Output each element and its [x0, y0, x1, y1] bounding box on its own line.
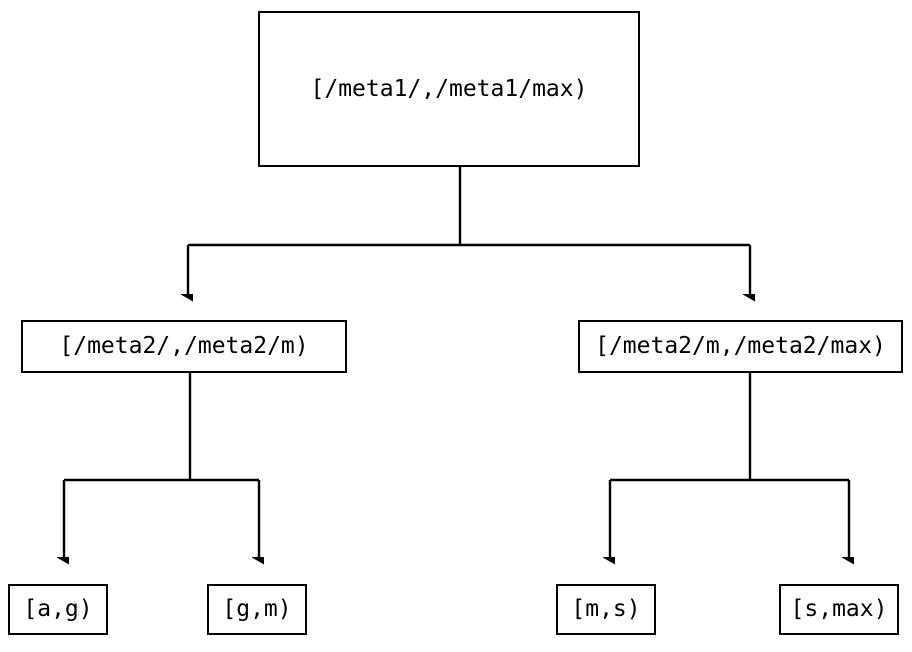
tree-leaf-s-max-label: [s,max)	[790, 596, 888, 622]
tree-node-root-label: [/meta1/,/meta1/max)	[310, 75, 588, 102]
tree-leaf-a-g-label: [a,g)	[23, 596, 93, 622]
tree-node-meta2-lower-label: [/meta2/,/meta2/m)	[59, 333, 309, 359]
tree-node-root[interactable]: [/meta1/,/meta1/max)	[258, 11, 640, 167]
tree-leaf-g-m-label: [g,m)	[222, 596, 292, 622]
tree-node-meta2-upper[interactable]: [/meta2/m,/meta2/max)	[578, 320, 903, 373]
tree-node-meta2-lower[interactable]: [/meta2/,/meta2/m)	[21, 320, 347, 373]
tree-leaf-s-max[interactable]: [s,max)	[779, 584, 899, 635]
tree-node-meta2-upper-label: [/meta2/m,/meta2/max)	[595, 333, 886, 359]
tree-leaf-m-s-label: [m,s)	[571, 596, 641, 622]
tree-leaf-a-g[interactable]: [a,g)	[8, 584, 108, 635]
tree-leaf-m-s[interactable]: [m,s)	[556, 584, 656, 635]
tree-leaf-g-m[interactable]: [g,m)	[207, 584, 307, 635]
